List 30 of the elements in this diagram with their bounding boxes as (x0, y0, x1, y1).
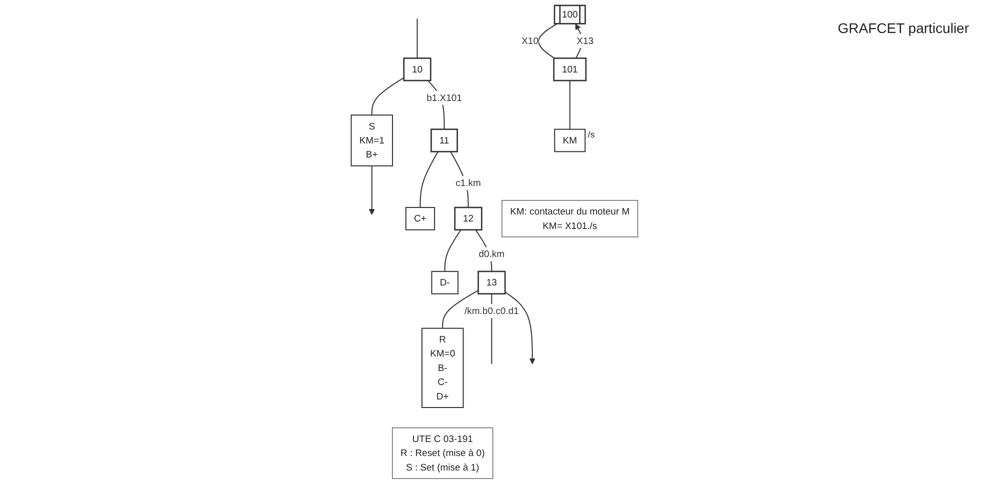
node-box: 13 (478, 270, 506, 294)
diagram-label: GRAFCET particulier (838, 20, 969, 36)
connector (569, 80, 570, 130)
node-box: UTE C 03-191 R : Reset (mise à 0) S : Set (mise à 1) (392, 427, 494, 479)
edge-label: X13 (576, 35, 594, 46)
node-box: 101 (553, 58, 587, 82)
connector (371, 77, 404, 116)
node-box: KM (554, 128, 586, 152)
node-box: 12 (454, 206, 482, 230)
connector (420, 151, 438, 208)
node-annotation: /s (588, 129, 595, 140)
node-box: 10 (403, 58, 432, 82)
node-box: R KM=0 B- C- D+ (421, 328, 464, 408)
connector (444, 230, 462, 272)
arrow (504, 292, 536, 364)
arrow (368, 166, 375, 215)
node-box: KM: contacteur du moteur M KM= X101./s (502, 200, 638, 238)
connector (538, 24, 557, 59)
arrow (575, 24, 583, 58)
edge-label: b1.X101 (426, 92, 462, 103)
edge-label: c1.km (456, 177, 481, 188)
node-box: D- (431, 270, 458, 294)
connector (416, 18, 418, 58)
node-box: C+ (405, 206, 436, 230)
edge-label: d0.km (478, 248, 505, 260)
edge-label: X10 (522, 35, 538, 46)
node-box: 11 (430, 128, 458, 152)
node-box: S KM=1 B+ (350, 114, 393, 166)
connector (442, 290, 479, 328)
edge-label: /km.b0.c0.d1 (464, 305, 519, 316)
